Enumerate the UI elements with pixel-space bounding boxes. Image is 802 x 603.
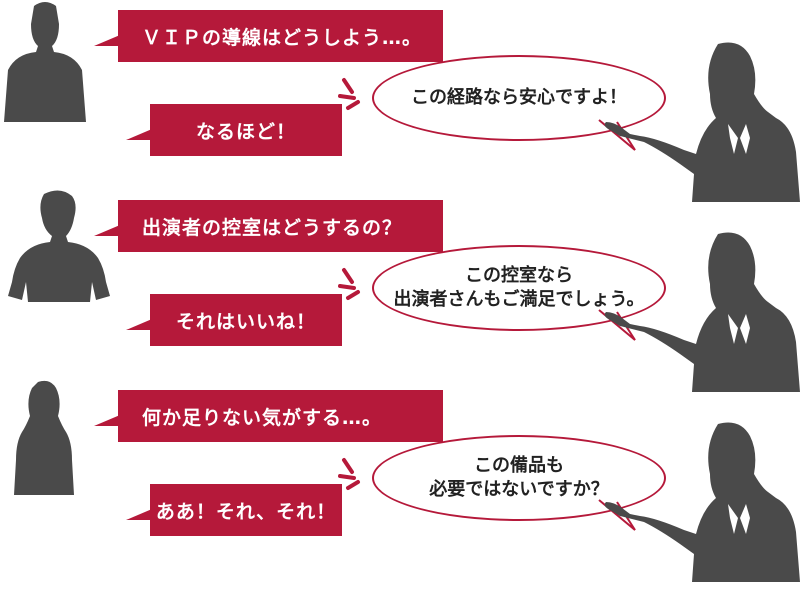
question-bubble: 出演者の控室はどうするの？ — [94, 200, 443, 252]
emphasis-burst-icon — [338, 78, 360, 110]
man-silhouette-icon — [8, 190, 110, 302]
answer-line: 出演者さんもご満足でしょう。 — [393, 289, 645, 310]
answer-bubble: この控室なら 出演者さんもご満足でしょう。 — [372, 245, 666, 331]
reaction-bubble: ああ！それ、それ！ — [126, 484, 342, 536]
man-silhouette-icon — [4, 2, 86, 122]
emphasis-burst-icon — [338, 268, 360, 300]
reaction-bubble: それはいいね！ — [126, 294, 342, 346]
question-text: 何か足りない気がする…。 — [142, 406, 383, 429]
dialogue-scene-2: 出演者の控室はどうするの？ それはいいね！ この控室なら 出演者さんもご満足でし… — [0, 190, 802, 392]
question-text: ＶＩＰの導線はどうしよう…。 — [142, 26, 423, 49]
question-bubble: 何か足りない気がする…。 — [94, 390, 443, 442]
dialogue-scene-1: ＶＩＰの導線はどうしよう…。 なるほど！ この経路なら安心ですよ！ — [0, 0, 802, 202]
dialogue-scene-3: 何か足りない気がする…。 ああ！それ、それ！ この備品も 必要ではないですか？ — [0, 380, 802, 582]
question-bubble: ＶＩＰの導線はどうしよう…。 — [94, 10, 443, 62]
emphasis-burst-icon — [338, 458, 360, 490]
reaction-text: なるほど！ — [195, 120, 296, 143]
woman-silhouette-icon — [14, 380, 74, 495]
reaction-bubble: なるほど！ — [126, 104, 342, 156]
reaction-text: それはいいね！ — [175, 310, 316, 333]
reaction-text: ああ！それ、それ！ — [155, 500, 337, 523]
presenter-woman-icon — [604, 42, 800, 202]
answer-bubble: この経路なら安心ですよ！ — [372, 55, 666, 141]
answer-line: 必要ではないですか？ — [429, 479, 609, 500]
answer-line: この備品も — [474, 455, 564, 476]
presenter-woman-icon — [604, 232, 800, 392]
question-text: 出演者の控室はどうするの？ — [142, 216, 403, 239]
presenter-woman-icon — [604, 422, 800, 582]
answer-line: この経路なら安心ですよ！ — [411, 87, 627, 108]
answer-line: この控室なら — [465, 265, 573, 286]
